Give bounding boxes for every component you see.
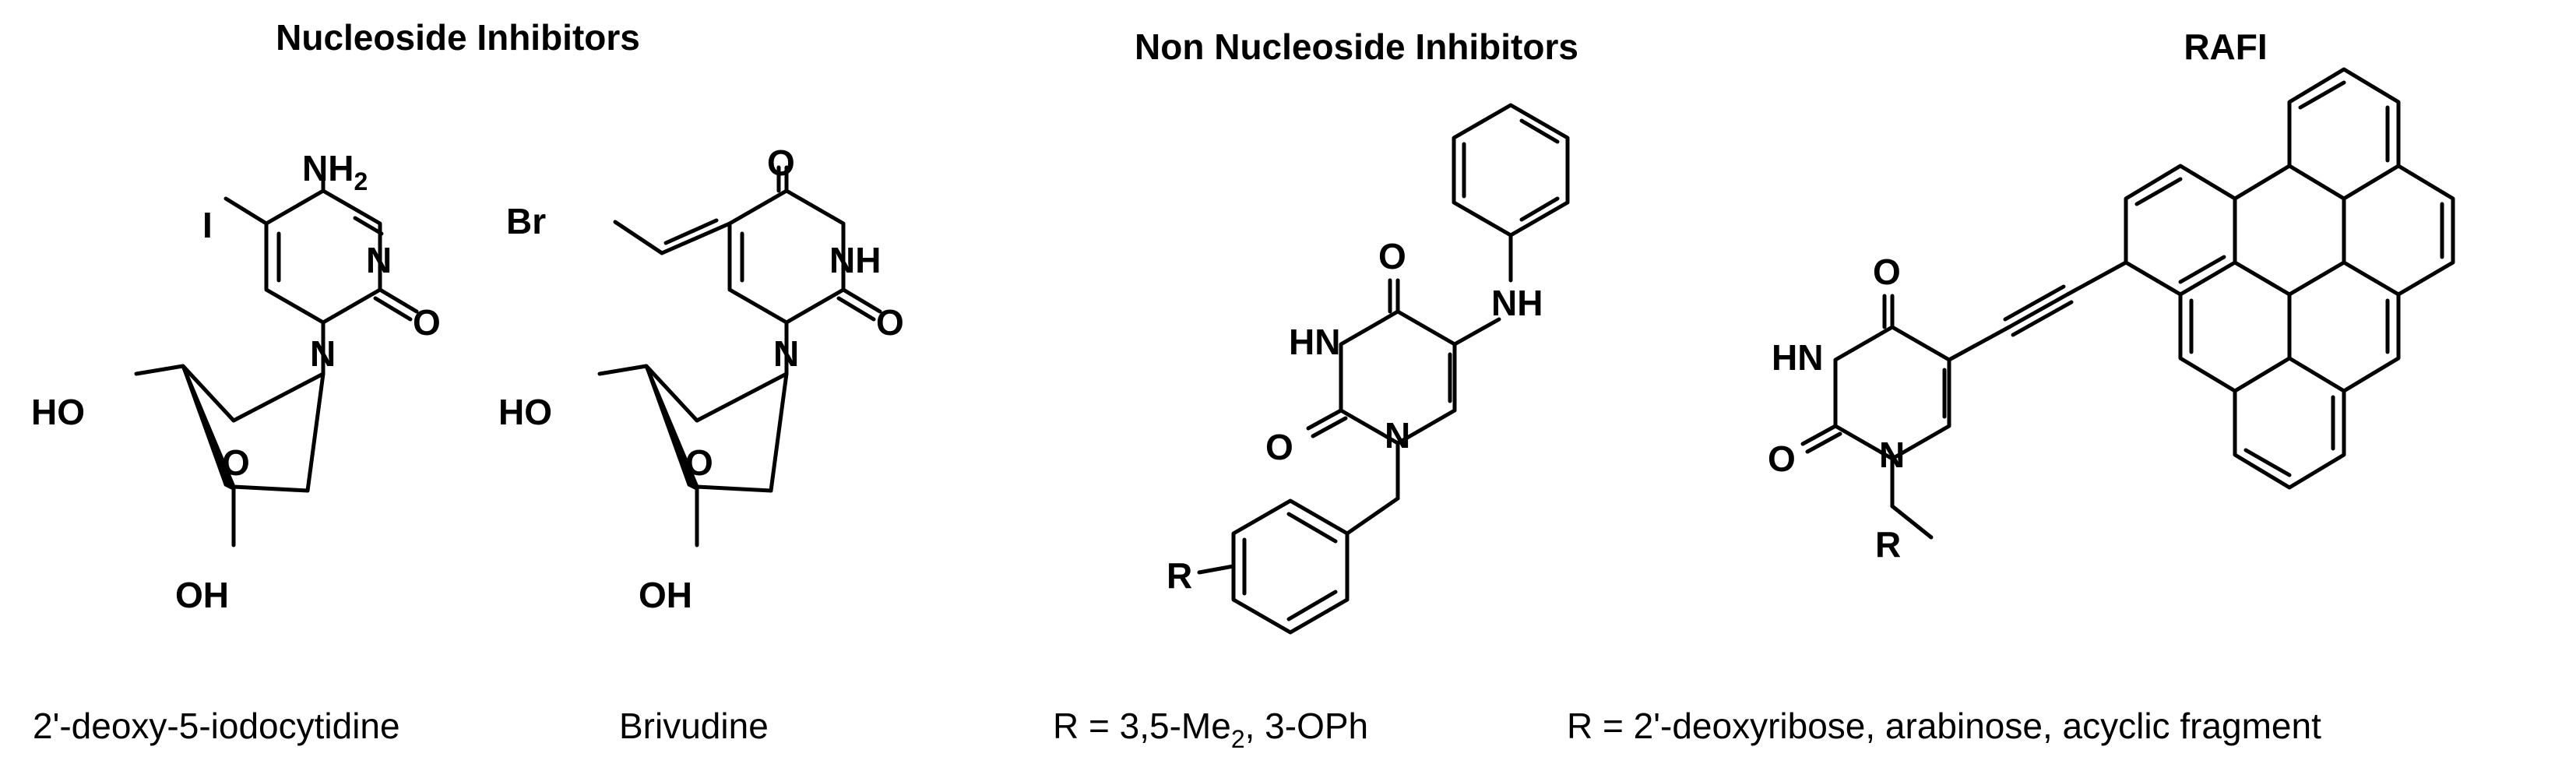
- carbonyl-o-top-label: O: [767, 143, 795, 183]
- carbonyl-o-label: O: [1378, 236, 1406, 276]
- carbonyl-o-left-label: O: [1768, 438, 1796, 479]
- hn-label: HN: [1772, 337, 1823, 378]
- ring-o-label: O: [222, 442, 250, 483]
- bromine-label: Br: [506, 201, 546, 241]
- glycosidic-n-label: N: [773, 333, 799, 374]
- carbonyl-o-label: O: [413, 302, 441, 343]
- glycosidic-n-label: N: [310, 333, 336, 374]
- caption-brivudine: Brivudine: [619, 706, 769, 746]
- carbonyl-o-right-label: O: [876, 302, 904, 343]
- hn-label: HN: [1289, 322, 1340, 362]
- caption-nni-r-groups: R = 3,5-Me2, 3-OPh: [1053, 706, 1368, 753]
- molecule-iodocytidine: NH2 I N O N O HO OH: [31, 148, 441, 615]
- carbonyl-o-label: O: [1873, 252, 1901, 292]
- ring-n-label: N: [366, 240, 392, 280]
- nh2-label: NH2: [302, 148, 368, 195]
- caption-rafi-r-groups: R = 2'-deoxyribose, arabinose, acyclic f…: [1567, 706, 2321, 746]
- carbonyl-o-left-label: O: [1265, 427, 1293, 467]
- caption-iodocytidine: 2'-deoxy-5-iodocytidine: [33, 706, 400, 746]
- molecule-brivudine: O Br NH O N O HO OH: [498, 143, 904, 615]
- nucleoside-inhibitors-title: Nucleoside Inhibitors: [276, 17, 640, 58]
- ho-label: HO: [31, 392, 85, 432]
- iodine-label: I: [202, 205, 213, 245]
- ho-label: HO: [498, 392, 552, 432]
- r-substituent-label: R: [1167, 555, 1192, 596]
- ring-o-label: O: [685, 442, 713, 483]
- oh-label: OH: [639, 575, 692, 615]
- r-substituent-label: R: [1875, 524, 1901, 565]
- anilino-nh-label: NH: [1491, 283, 1543, 323]
- ring-n-label: N: [1385, 415, 1410, 456]
- oh-label: OH: [175, 575, 229, 615]
- ring-n-label: N: [1879, 435, 1905, 475]
- non-nucleoside-inhibitors-title: Non Nucleoside Inhibitors: [1135, 26, 1578, 67]
- molecule-rafi: O HN O N R: [1768, 67, 2455, 565]
- nh-label: NH: [829, 240, 881, 280]
- rafi-title: RAFI: [2184, 26, 2267, 67]
- molecule-non-nucleoside: O NH HN O N R: [1167, 103, 1570, 635]
